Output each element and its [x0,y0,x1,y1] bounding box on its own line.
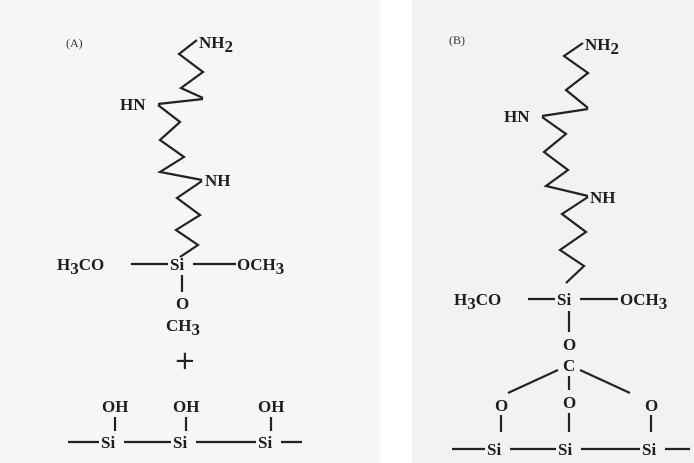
panel-b-och3-label: OCH3 [620,290,667,313]
panel-a-nh-label: NH [205,171,231,190]
panel-b-nh-label: NH [590,188,616,207]
panel-a-h3co-label: H3CO [57,255,104,278]
panel-a-label: (A) [66,36,83,50]
panel-b-label: (B) [449,33,465,47]
panel-a-ch3-label: CH3 [166,316,200,339]
panel-a-och3-label: OCH3 [237,255,284,278]
panel-b-surface-si-2: Si [558,440,572,459]
panel-a-surface-si-1: Si [101,433,115,452]
panel-a-background [0,0,380,463]
panel-a-chain-upper [177,39,205,100]
panel-b-bond-c-o-right [579,369,631,394]
panel-b-bond-c-o-left [507,369,559,394]
panel-b-background [412,0,694,463]
panel-b-surface-si-3: Si [642,440,656,459]
panel-b-o-right-label: O [645,396,658,415]
panel-gap [380,0,412,463]
panel-b-o-top-label: O [563,335,576,354]
panel-a-nh2-label: NH2 [199,33,233,56]
panel-b-h3co-label: H3CO [454,290,501,313]
panel-b-chain-middle [541,116,589,198]
panel-b-o-mid-label: O [563,393,576,412]
panel-a-hn-bond [157,97,204,106]
panel-a-chain-middle [157,104,203,182]
panel-a-oh-1: OH [102,397,128,416]
panel-b-chain-upper [562,42,590,109]
panel-b-si-label: Si [557,290,571,309]
panel-b: (B) NH2 HN NH H3CO Si OCH3 O C O O O [449,33,690,459]
panel-a-chain-lower [173,180,203,258]
panel-a-surface-si-3: Si [258,433,272,452]
panel-a-oh-2: OH [173,397,199,416]
panel-b-o-left-label: O [495,396,508,415]
panel-a-plus-sign: + [174,346,196,376]
panel-b-hn-bond [541,107,589,118]
panel-b-chain-lower [558,196,589,284]
panel-b-c-center-label: C [563,356,575,375]
panel-b-nh2-label: NH2 [585,35,619,58]
panel-a-o-label: O [176,294,189,313]
panel-a-si-label: Si [170,255,184,274]
panel-a-oh-3: OH [258,397,284,416]
panel-a-hn-label: HN [120,95,146,114]
panel-a-surface-si-2: Si [173,433,187,452]
panel-b-hn-label: HN [504,107,530,126]
panel-a: (A) NH2 HN NH H3CO Si OCH3 O CH3 + OH OH… [57,33,302,452]
panel-b-surface-si-1: Si [487,440,501,459]
